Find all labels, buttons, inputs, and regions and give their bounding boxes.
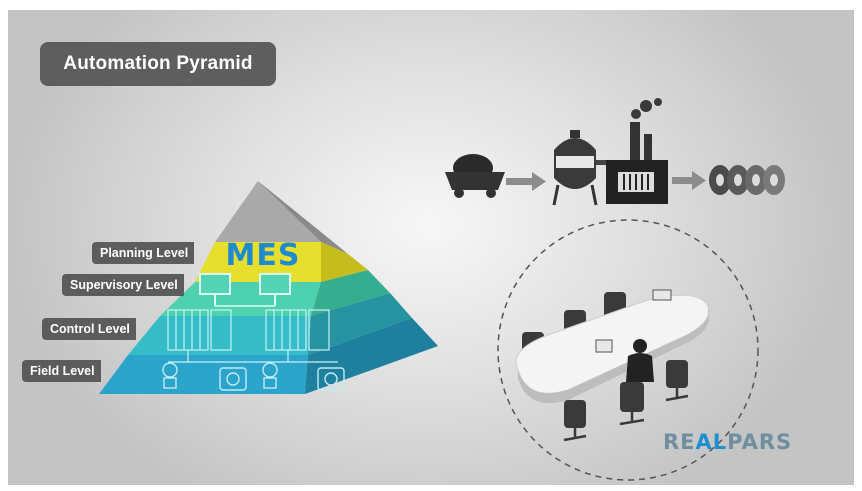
field-level-label: Field Level — [22, 360, 101, 382]
mes-label: MES — [225, 238, 301, 273]
plc-rack-icon — [265, 309, 330, 351]
logo-part-2: AL — [695, 430, 728, 454]
hmi-monitor-icon — [259, 273, 291, 306]
pyramid-control-side — [308, 293, 412, 355]
field-motor-icon — [219, 367, 247, 391]
field-sensor-icon — [162, 362, 178, 389]
control-level-label: Control Level — [42, 318, 136, 340]
factory-icon — [606, 98, 668, 204]
plc-rack-icon — [167, 309, 232, 351]
meeting-room — [497, 219, 759, 481]
pyramid-field-side — [305, 318, 438, 394]
process-flow — [445, 98, 785, 206]
pyramid-apex — [215, 181, 321, 242]
arrow-icon — [506, 172, 546, 191]
pyramid-planning-side — [321, 242, 368, 282]
reactor-tank-icon — [552, 130, 608, 206]
diagram-canvas: Automation Pyramid Planning Level Superv… — [8, 10, 854, 485]
hmi-monitor-icon — [199, 273, 231, 306]
field-sensor-icon — [262, 362, 278, 389]
diagram-graphics — [99, 98, 785, 481]
pyramid-supervisory-side — [311, 270, 390, 316]
pyramid-field-level — [99, 355, 308, 394]
steel-coils-icon — [709, 165, 785, 195]
automation-pyramid — [99, 181, 438, 394]
supervisory-level-label: Supervisory Level — [62, 274, 184, 296]
pyramid-planning-level — [195, 242, 348, 282]
field-motor-icon — [317, 367, 345, 391]
planning-level-label: Planning Level — [92, 242, 195, 264]
dashed-circle — [497, 219, 759, 481]
pyramid-control-level — [128, 316, 311, 355]
ore-cart-icon — [445, 154, 505, 198]
realpars-logo: REALPARS — [663, 430, 792, 454]
meeting-table-icon — [515, 289, 710, 442]
page-title: Automation Pyramid — [40, 42, 276, 86]
pyramid-apex-side — [258, 181, 348, 254]
logo-part-1: RE — [663, 430, 696, 454]
arrow-icon — [672, 171, 706, 190]
logo-part-3: PARS — [727, 430, 793, 454]
